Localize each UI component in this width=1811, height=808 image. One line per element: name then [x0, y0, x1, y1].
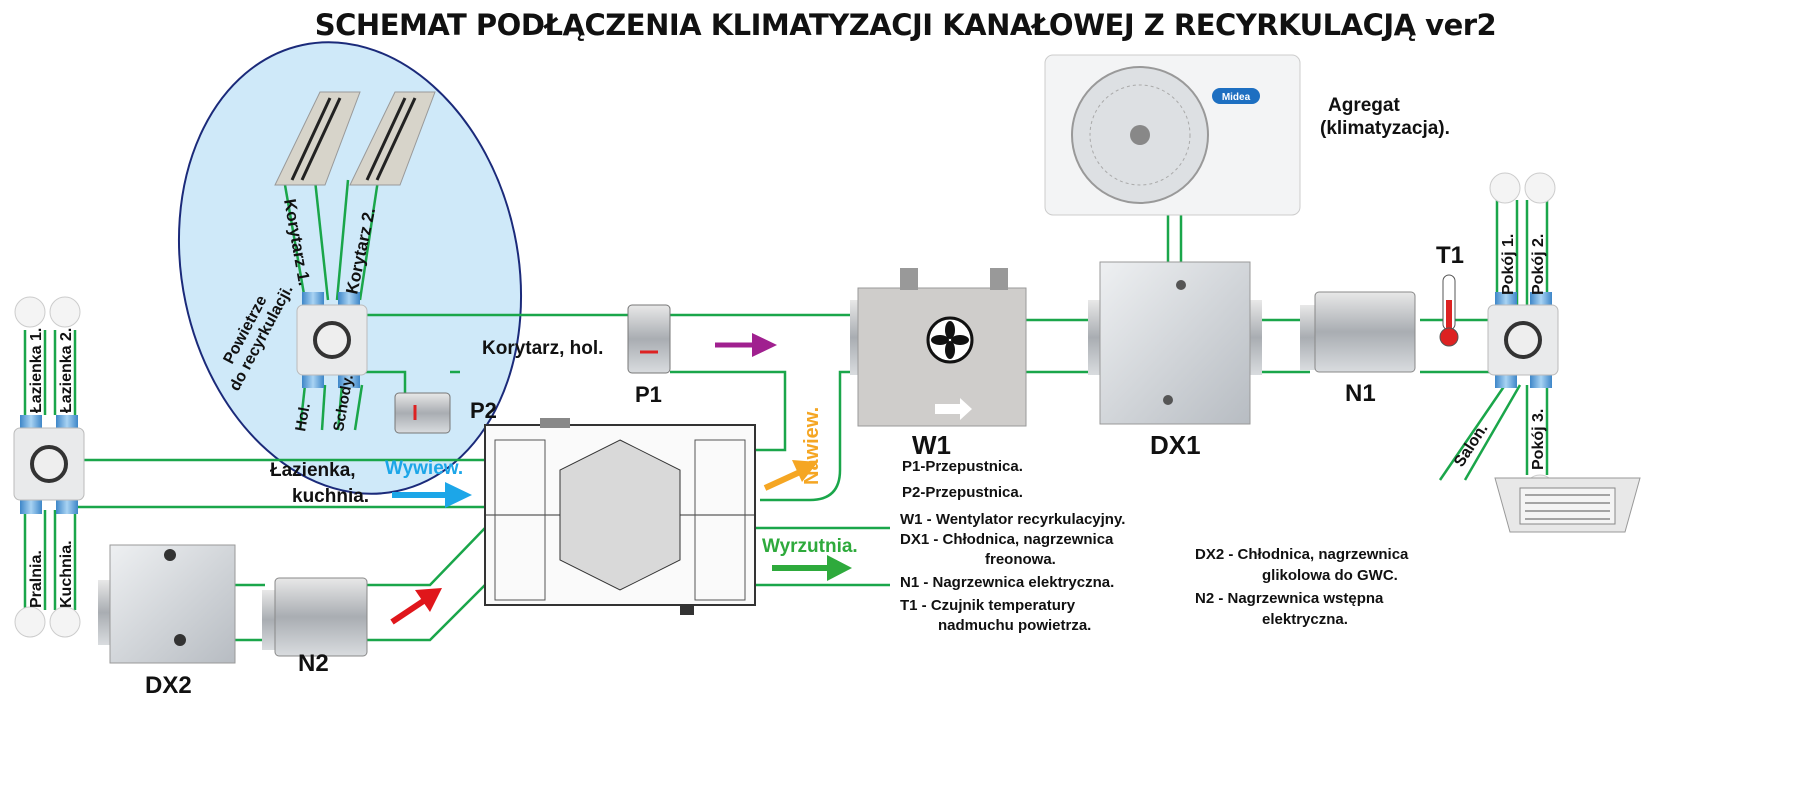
label-pokoj-2: Pokój 2.: [1530, 234, 1547, 295]
fan-w1: [850, 268, 1027, 427]
label-wyrzutnia: Wyrzutnia.: [762, 536, 858, 557]
label-n1: N1: [1345, 380, 1376, 407]
label-w1: W1: [912, 430, 951, 460]
page-title: SCHEMAT PODŁĄCZENIA KLIMATYZACJI KANAŁOW…: [314, 8, 1497, 42]
label-korytarz-hol: Korytarz, hol.: [482, 338, 604, 359]
label-p1: P1: [635, 382, 662, 407]
label-kuchnia: Kuchnia.: [58, 540, 75, 608]
label-klimatyzacja: (klimatyzacja).: [1320, 118, 1450, 139]
legend-item: T1 - Czujnik temperatury: [900, 597, 1076, 614]
label-lazienka-1: Łazienka 1.: [28, 328, 45, 413]
arrow-intake: [390, 588, 442, 625]
label-p2: P2: [470, 398, 497, 423]
label-dx2: DX2: [145, 672, 192, 699]
outdoor-unit-agregat: Midea: [1044, 54, 1301, 216]
legend-item: elektryczna.: [1262, 611, 1348, 628]
legend-item: DX2 - Chłodnica, nagrzewnica: [1195, 546, 1409, 563]
arrow-exhaust: [772, 555, 852, 581]
recirc-grille-1: [274, 91, 361, 186]
label-lazienka: Łazienka,: [270, 460, 356, 481]
legend-item: freonowa.: [985, 551, 1056, 568]
legend-item: W1 - Wentylator recyrkulacyjny.: [900, 511, 1126, 528]
legend-item: glikolowa do GWC.: [1262, 567, 1398, 584]
label-hol: Hol.: [292, 402, 314, 433]
label-wywiew: Wywiew.: [385, 458, 464, 479]
recirc-plenum-box: [296, 292, 368, 388]
label-pokoj-3: Pokój 3.: [1530, 409, 1547, 470]
legend-item: N2 - Nagrzewnica wstępna: [1195, 590, 1384, 607]
legend-item: P1-Przepustnica.: [902, 458, 1023, 475]
legend-item: P2-Przepustnica.: [902, 484, 1023, 501]
legend-item: nadmuchu powietrza.: [938, 617, 1092, 634]
legend-item: DX1 - Chłodnica, nagrzewnica: [900, 531, 1114, 548]
label-kuchnia-room: kuchnia.: [292, 486, 370, 507]
thermometer-t1-icon: [1439, 274, 1459, 347]
left-plenum-box: [13, 296, 85, 638]
damper-p1: [627, 304, 671, 374]
arrow-extract: [392, 482, 472, 508]
brand-logo: Midea: [1222, 92, 1251, 103]
recirc-grille-2: [349, 91, 436, 186]
arrow-supply: [763, 460, 818, 491]
recuperator-unit: [484, 418, 756, 615]
coil-dx2: [98, 544, 236, 664]
label-dx1: DX1: [1150, 430, 1201, 460]
arrow-recirc-supply: [715, 333, 777, 357]
legend-item: N1 - Nagrzewnica elektryczna.: [900, 574, 1115, 591]
salon-grille: [1494, 477, 1641, 533]
coil-dx1: [1088, 261, 1262, 425]
heater-n1: [1300, 291, 1416, 373]
label-lazienka-2: Łazienka 2.: [58, 328, 75, 413]
label-t1: T1: [1436, 242, 1465, 269]
label-pralnia: Pralnia.: [28, 550, 45, 608]
recirculation-zone: [177, 41, 523, 495]
heater-n2: [262, 577, 368, 657]
label-n2: N2: [298, 650, 329, 677]
damper-p2: [394, 392, 451, 434]
label-nawiew: Nawiew.: [801, 407, 823, 485]
label-agregat: Agregat: [1328, 95, 1400, 116]
label-pokoj-1: Pokój 1.: [1500, 234, 1517, 295]
